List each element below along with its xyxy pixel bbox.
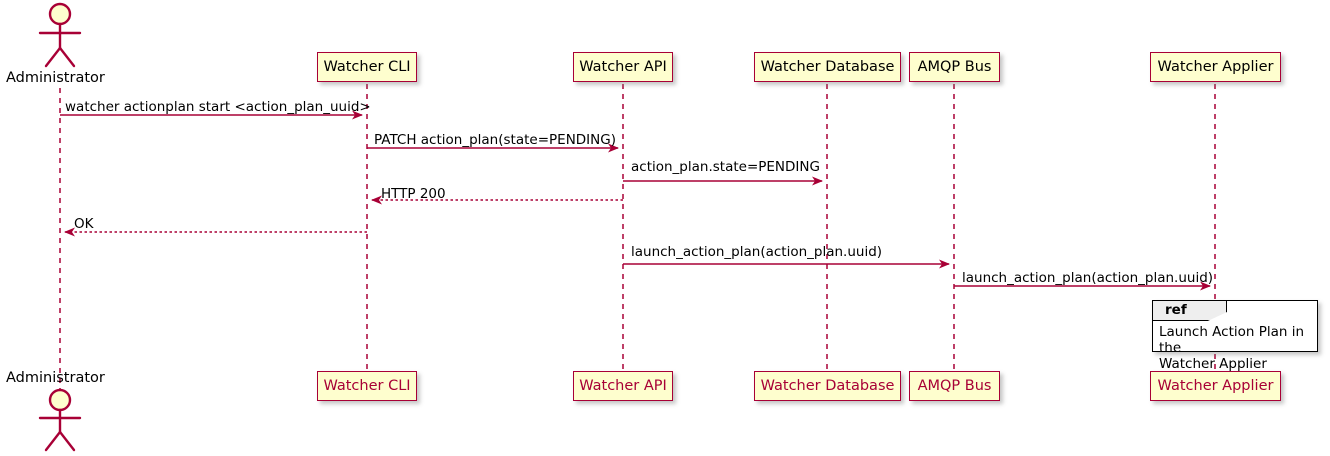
participant-label-watcher-applier-bottom: Watcher Applier [1157, 377, 1274, 394]
participant-label-amqp-bus-top: AMQP Bus [917, 58, 992, 75]
participant-label-watcher-api-top: Watcher API [579, 58, 667, 75]
participant-box-watcher-database-bottom[interactable]: Watcher Database [754, 371, 901, 401]
message-label-3: action_plan.state=PENDING [631, 159, 820, 175]
participant-box-amqp-bus-bottom[interactable]: AMQP Bus [909, 371, 1000, 401]
actor-administrator-bottom-figure [38, 388, 82, 452]
ref-fragment-body: Launch Action Plan in the Watcher Applie… [1159, 324, 1305, 372]
participant-box-watcher-api-top[interactable]: Watcher API [573, 52, 673, 82]
participant-label-watcher-database-bottom: Watcher Database [760, 377, 895, 394]
actor-label-administrator-bottom: Administrator [6, 370, 105, 386]
participant-box-watcher-api-bottom[interactable]: Watcher API [573, 371, 673, 401]
participant-box-watcher-database-top[interactable]: Watcher Database [754, 52, 901, 82]
participant-box-watcher-applier-top[interactable]: Watcher Applier [1150, 52, 1281, 82]
ref-fragment-tab [1153, 301, 1227, 321]
participant-box-watcher-cli-top[interactable]: Watcher CLI [317, 52, 417, 82]
participant-box-watcher-applier-bottom[interactable]: Watcher Applier [1150, 371, 1281, 401]
message-label-4: HTTP 200 [381, 186, 446, 202]
participant-box-watcher-cli-bottom[interactable]: Watcher CLI [317, 371, 417, 401]
actor-label-administrator-top: Administrator [6, 70, 105, 86]
participant-label-watcher-api-bottom: Watcher API [579, 377, 667, 394]
message-label-6: launch_action_plan(action_plan.uuid) [631, 244, 883, 260]
message-label-1: watcher actionplan start <action_plan_uu… [65, 99, 371, 115]
participant-label-watcher-database-top: Watcher Database [760, 58, 895, 75]
ref-fragment-launch-action-plan[interactable]: ref Launch Action Plan in the Watcher Ap… [1152, 300, 1318, 372]
message-label-7: launch_action_plan(action_plan.uuid) [962, 270, 1214, 286]
lifelines [59, 84, 1216, 396]
message-arrows [60, 110, 1211, 291]
actor-administrator-top-figure [38, 2, 82, 68]
ref-fragment-tab-label: ref [1165, 302, 1187, 318]
participant-box-amqp-bus-top[interactable]: AMQP Bus [909, 52, 1000, 82]
participant-label-amqp-bus-bottom: AMQP Bus [917, 377, 992, 394]
participant-label-watcher-applier-top: Watcher Applier [1157, 58, 1274, 75]
participant-label-watcher-cli-top: Watcher CLI [323, 58, 411, 75]
participant-label-watcher-cli-bottom: Watcher CLI [323, 377, 411, 394]
message-label-5: OK [74, 216, 94, 232]
message-label-2: PATCH action_plan(state=PENDING) [374, 132, 616, 148]
